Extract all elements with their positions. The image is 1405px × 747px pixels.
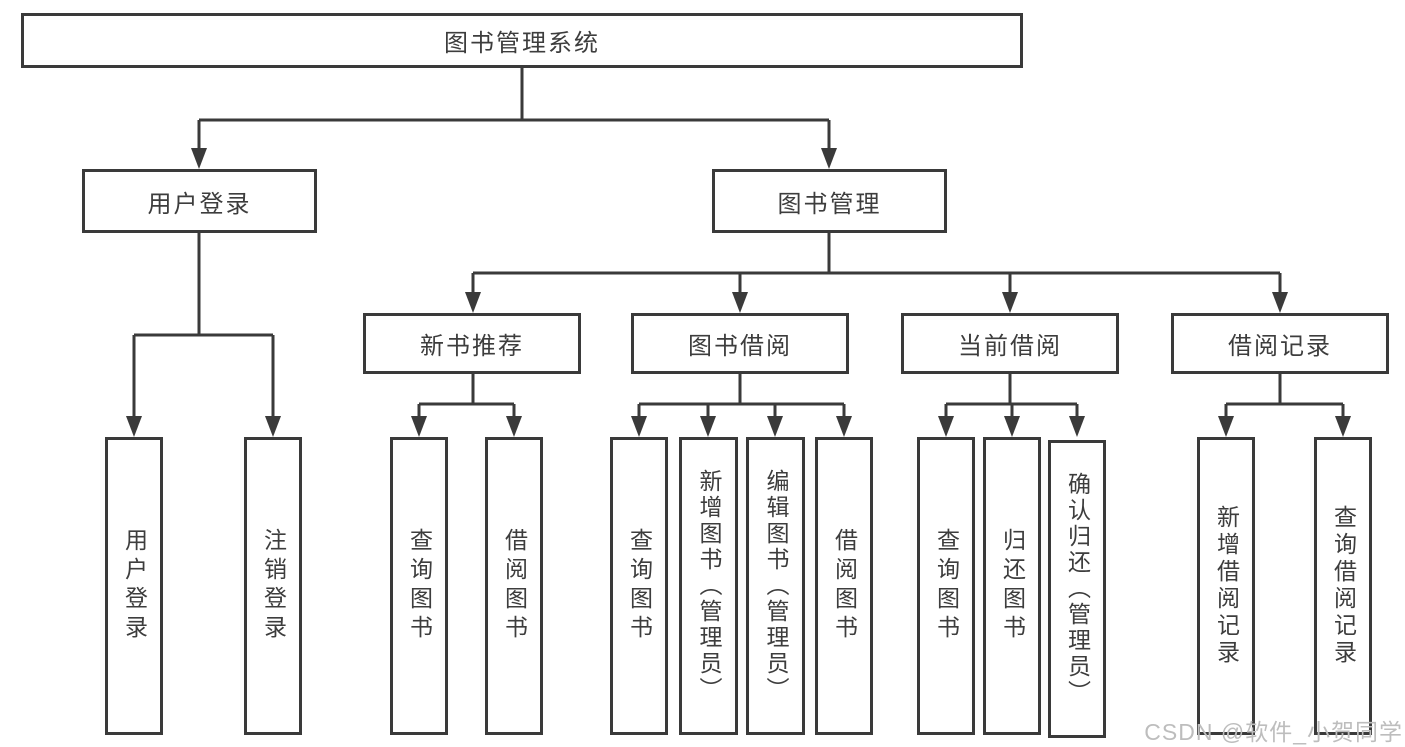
leaf-user-login: 用户登录: [105, 437, 163, 735]
leaf-add-books-admin: 新增图书（管理员）: [679, 437, 738, 735]
csdn-watermark: CSDN @软件_小贺同学: [1144, 719, 1403, 745]
node-current-borrowing: 当前借阅: [901, 313, 1119, 374]
node-new-book-recommendation: 新书推荐: [363, 313, 581, 374]
leaf-add-borrowing-record: 新增借阅记录: [1197, 437, 1255, 735]
leaf-query-books-borrowing: 查询图书: [610, 437, 668, 735]
node-user-login-module: 用户登录: [82, 169, 317, 233]
leaf-query-borrowing-record: 查询借阅记录: [1314, 437, 1372, 735]
leaf-query-books-recommend: 查询图书: [390, 437, 448, 735]
leaf-return-books: 归还图书: [983, 437, 1041, 735]
node-book-management-module: 图书管理: [712, 169, 947, 233]
node-borrowing-records: 借阅记录: [1171, 313, 1389, 374]
leaf-borrow-books: 借阅图书: [815, 437, 873, 735]
leaf-confirm-return-admin: 确认归还（管理员）: [1048, 440, 1106, 738]
node-book-borrowing: 图书借阅: [631, 313, 849, 374]
node-library-management-system: 图书管理系统: [21, 13, 1023, 68]
leaf-edit-books-admin: 编辑图书（管理员）: [746, 437, 805, 735]
leaf-query-books-current: 查询图书: [917, 437, 975, 735]
leaf-borrow-books-recommend: 借阅图书: [485, 437, 543, 735]
leaf-logout: 注销登录: [244, 437, 302, 735]
